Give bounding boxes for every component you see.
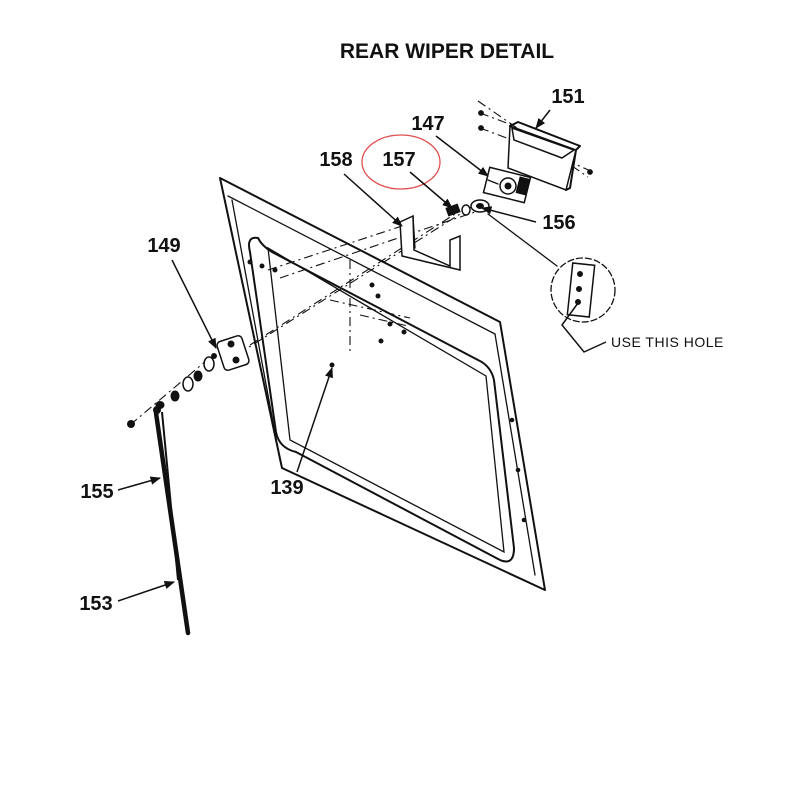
part-157-nut	[445, 203, 461, 217]
hole-detail-callout: USE THIS HOLE	[487, 213, 724, 353]
part-149-pivot-hardware	[127, 335, 250, 428]
callout-151: 151	[551, 86, 584, 108]
callout-157: 157	[382, 149, 415, 171]
part-153-155-wiper-arm-blade	[153, 406, 191, 636]
rear-window-panel	[219, 177, 546, 591]
part-156-bushing	[461, 199, 490, 216]
callout-147: 147	[411, 113, 444, 135]
leader-lines	[117, 109, 551, 602]
callout-156: 156	[542, 212, 575, 234]
callout-155: 155	[80, 481, 113, 503]
callout-153: 153	[79, 593, 112, 615]
part-158-bracket	[399, 214, 461, 271]
callout-139: 139	[270, 477, 303, 499]
use-this-hole-note: USE THIS HOLE	[611, 334, 724, 350]
callout-158: 158	[319, 149, 352, 171]
part-147-wiper-motor	[482, 166, 532, 204]
highlight-circle-157	[361, 134, 441, 190]
diagram-title: REAR WIPER DETAIL	[340, 40, 554, 63]
part-151-motor-cover	[478, 110, 593, 192]
callout-149: 149	[147, 235, 180, 257]
